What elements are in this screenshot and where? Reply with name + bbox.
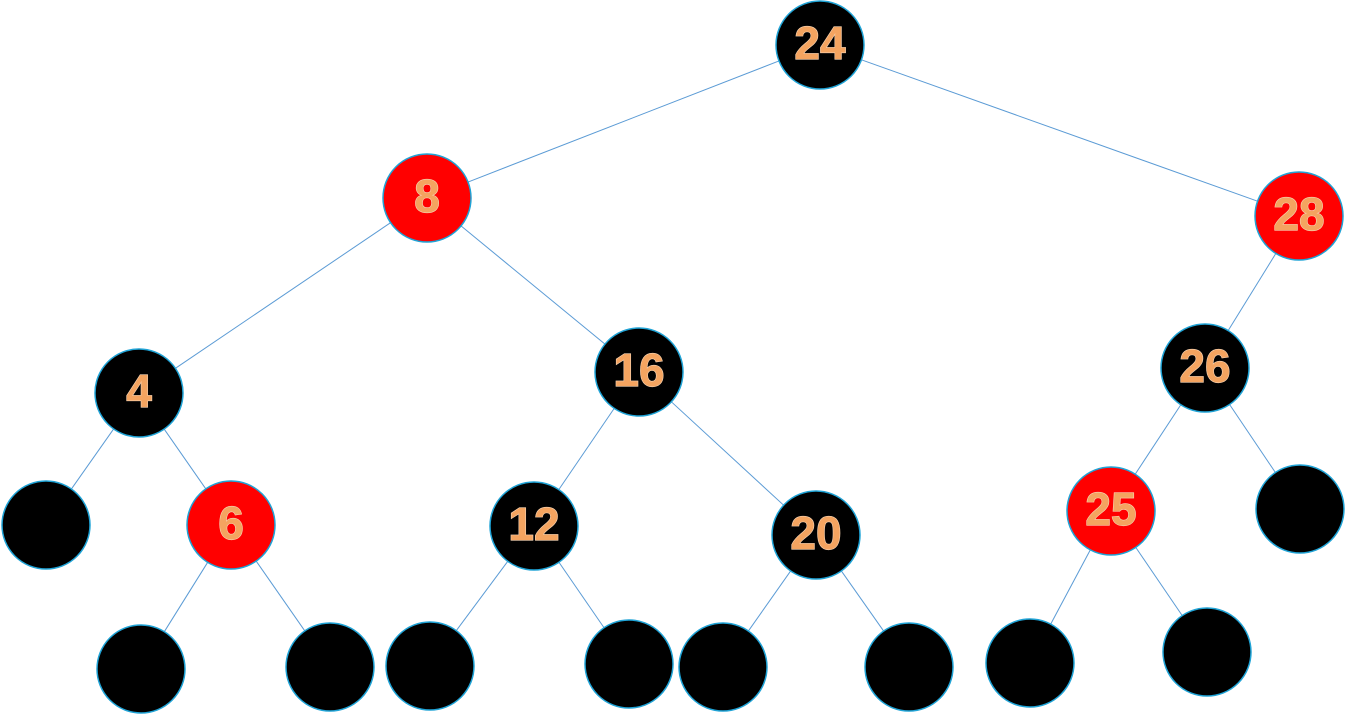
edge-n12-nil5 bbox=[558, 561, 605, 629]
nil-leaf-node bbox=[584, 619, 674, 709]
node-label: 4 bbox=[126, 365, 152, 417]
node-label: 12 bbox=[508, 498, 559, 550]
nil-leaf-node bbox=[1255, 464, 1345, 554]
edge-n6-nil2 bbox=[163, 562, 209, 632]
nil-leaf-circle bbox=[1255, 464, 1345, 554]
node-label: 6 bbox=[218, 497, 244, 549]
tree-node-16: 16 bbox=[594, 327, 684, 417]
node-label: 16 bbox=[613, 344, 664, 396]
edge-n20-nil6 bbox=[747, 570, 792, 632]
edge-n8-n16 bbox=[460, 225, 606, 345]
tree-node-6: 6 bbox=[186, 480, 276, 570]
nil-leaf-node bbox=[985, 618, 1075, 708]
tree-node-4: 4 bbox=[94, 348, 184, 438]
nil-leaf-circle bbox=[285, 622, 375, 712]
node-label: 24 bbox=[794, 17, 846, 69]
edge-n20-nil7 bbox=[840, 570, 885, 632]
edge-n25-nil10 bbox=[1135, 547, 1183, 616]
nil-leaf-circle bbox=[1, 480, 91, 570]
edge-n28-n26 bbox=[1227, 253, 1277, 331]
nil-leaf-circle bbox=[1162, 607, 1252, 697]
edge-n26-n25 bbox=[1134, 404, 1182, 475]
nil-leaf-node bbox=[285, 622, 375, 712]
edge-n16-n20 bbox=[671, 401, 784, 506]
tree-node-12: 12 bbox=[489, 481, 579, 571]
node-circle-black bbox=[1160, 323, 1250, 413]
edge-n24-n28 bbox=[861, 59, 1258, 202]
edge-n8-n4 bbox=[175, 222, 391, 369]
nil-leaf-circle bbox=[584, 619, 674, 709]
edge-n24-n8 bbox=[467, 60, 780, 183]
edge-n25-nil9 bbox=[1050, 549, 1091, 625]
node-circle-red bbox=[1066, 466, 1156, 556]
tree-edges bbox=[70, 59, 1277, 632]
node-circle-red bbox=[382, 153, 472, 243]
tree-node-20: 20 bbox=[771, 490, 861, 580]
nil-leaf-circle bbox=[96, 624, 186, 714]
tree-node-24: 24 bbox=[775, 0, 865, 90]
edge-n4-nil1 bbox=[70, 428, 115, 490]
nil-leaf-node bbox=[385, 621, 475, 711]
nil-leaf-circle bbox=[678, 622, 768, 712]
tree-node-28: 28 bbox=[1254, 171, 1344, 261]
node-label: 20 bbox=[790, 507, 841, 559]
nil-leaf-circle bbox=[385, 621, 475, 711]
node-label: 28 bbox=[1273, 188, 1324, 240]
tree-node-25: 25 bbox=[1066, 466, 1156, 556]
node-circle-red bbox=[186, 480, 276, 570]
node-circle-red bbox=[1254, 171, 1344, 261]
tree-node-8: 8 bbox=[382, 153, 472, 243]
nil-leaf-node bbox=[1162, 607, 1252, 697]
node-circle-black bbox=[775, 0, 865, 90]
node-circle-black bbox=[489, 481, 579, 571]
node-label: 25 bbox=[1085, 483, 1136, 535]
nil-leaf-node bbox=[96, 624, 186, 714]
node-circle-black bbox=[594, 327, 684, 417]
nil-leaf-node bbox=[678, 622, 768, 712]
node-label: 8 bbox=[414, 170, 440, 222]
nil-leaf-node bbox=[864, 622, 954, 712]
edge-n12-nil4 bbox=[455, 561, 509, 631]
tree-node-26: 26 bbox=[1160, 323, 1250, 413]
nil-leaf-circle bbox=[985, 618, 1075, 708]
edge-n6-nil3 bbox=[255, 560, 306, 632]
edge-n26-nil8 bbox=[1229, 404, 1276, 473]
node-circle-black bbox=[771, 490, 861, 580]
nil-leaf-node bbox=[1, 480, 91, 570]
edge-n16-n12 bbox=[558, 408, 615, 490]
edge-n4-n6 bbox=[163, 428, 207, 490]
node-label: 26 bbox=[1179, 340, 1230, 392]
node-circle-black bbox=[94, 348, 184, 438]
nil-leaf-circle bbox=[864, 622, 954, 712]
